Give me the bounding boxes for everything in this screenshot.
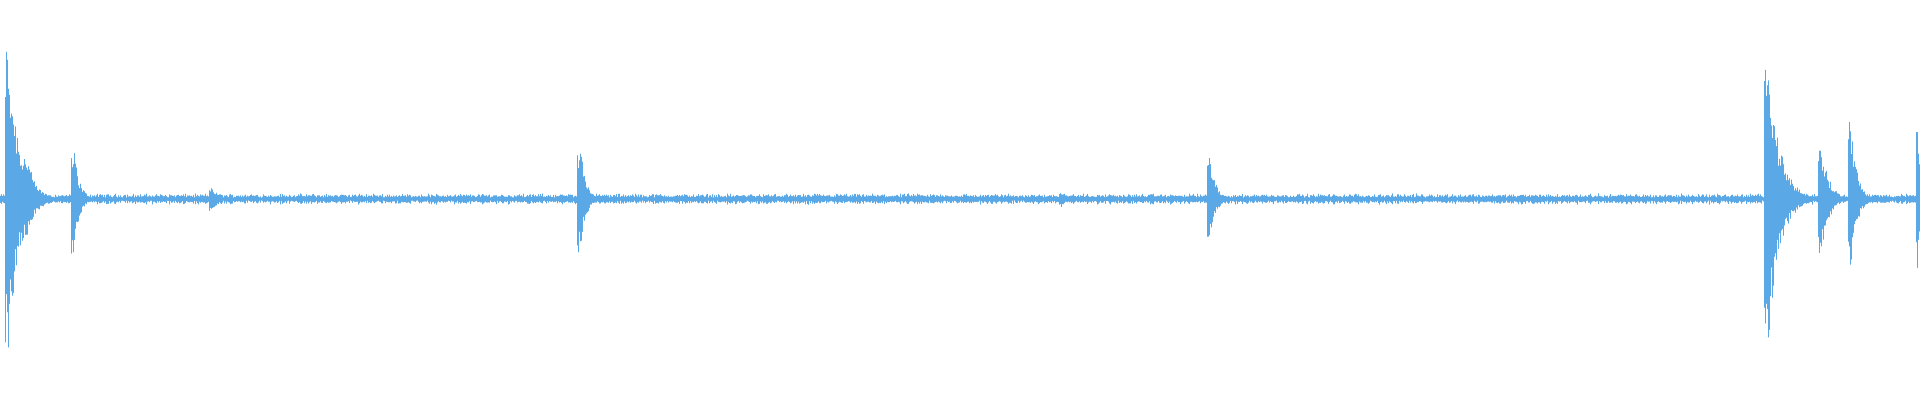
waveform-signal bbox=[0, 51, 1920, 348]
